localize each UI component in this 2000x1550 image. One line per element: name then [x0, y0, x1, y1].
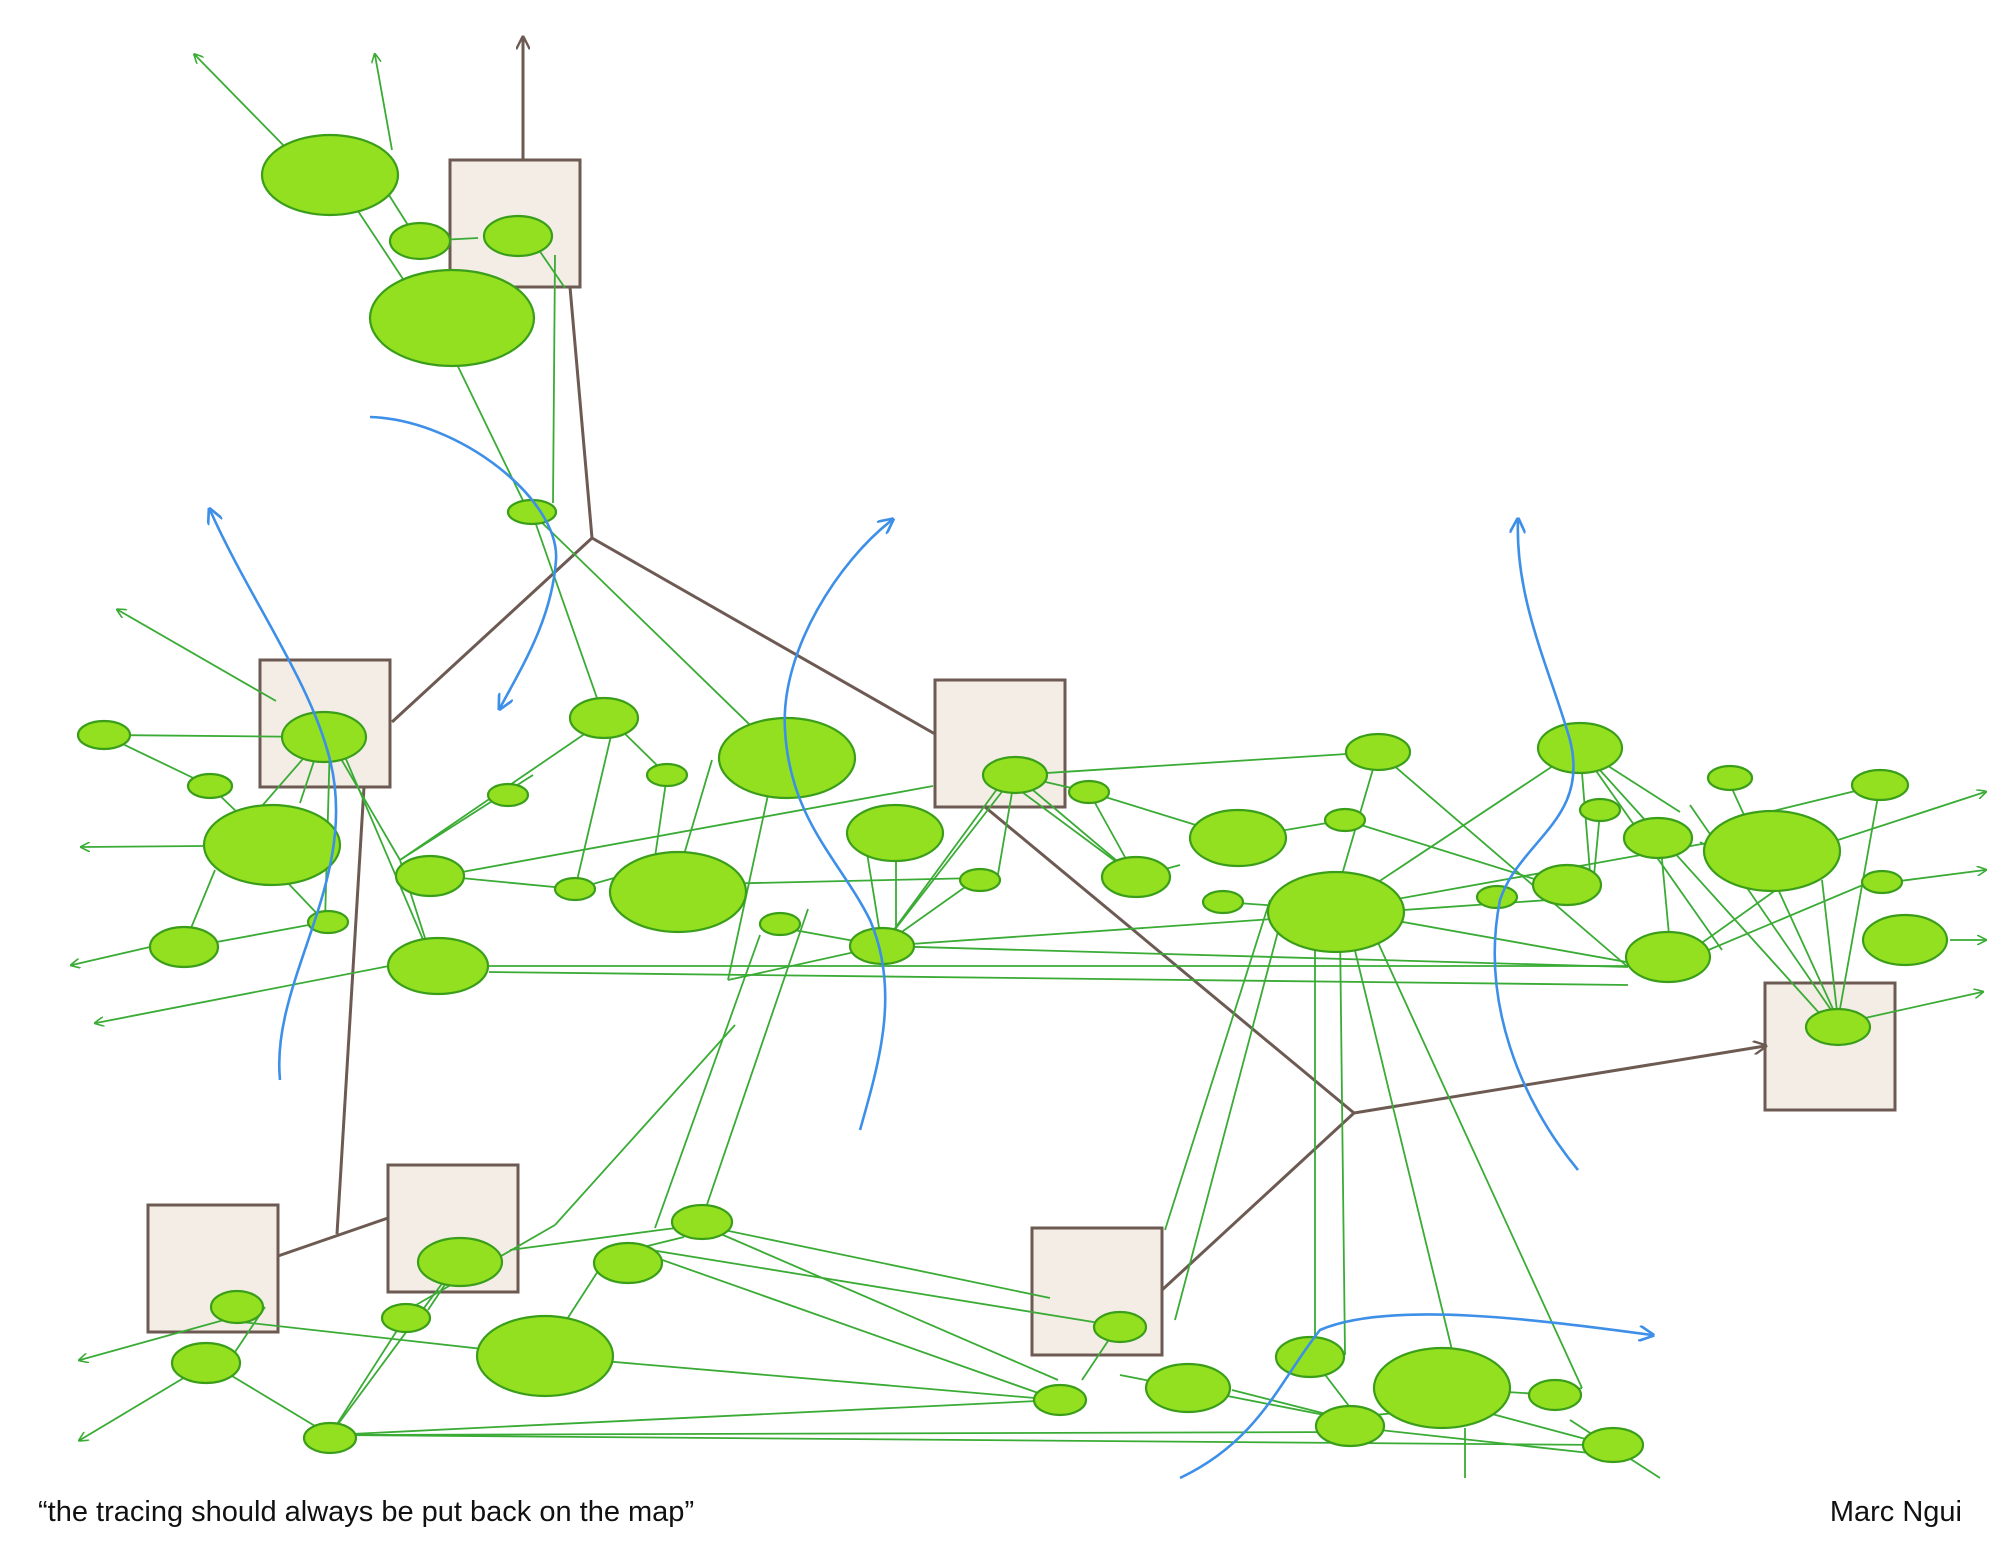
node [1188, 808, 1288, 868]
square-right [1763, 981, 1897, 1112]
node [302, 1421, 358, 1455]
node [148, 925, 220, 969]
node [1850, 768, 1910, 802]
node [1032, 1383, 1088, 1417]
node [1201, 889, 1245, 915]
node [506, 498, 558, 526]
brown-links [277, 38, 1765, 1292]
author-credit: Marc Ngui [1829, 1496, 1962, 1528]
node [1706, 764, 1754, 792]
node [645, 762, 689, 788]
node [209, 1289, 265, 1325]
node [186, 772, 234, 800]
square-center [933, 678, 1067, 809]
node [608, 850, 748, 934]
node [1861, 913, 1949, 967]
node [1344, 732, 1412, 772]
node [475, 1314, 615, 1398]
node [958, 867, 1002, 893]
node [1531, 863, 1603, 907]
node [416, 1236, 504, 1288]
blue-tracings [210, 415, 1652, 1480]
node [1144, 1362, 1232, 1414]
node [394, 854, 466, 898]
node [1624, 930, 1712, 984]
rhizome-network-drawing [0, 0, 2000, 1480]
node [1323, 807, 1367, 833]
node [1527, 1378, 1583, 1412]
node [670, 1203, 734, 1241]
node [368, 268, 536, 368]
node [380, 1302, 432, 1334]
node [568, 696, 640, 740]
node [1578, 797, 1622, 823]
node [1100, 855, 1172, 899]
node [1314, 1404, 1386, 1448]
node [76, 719, 132, 751]
node [1536, 721, 1624, 775]
node [306, 909, 350, 935]
node [1622, 816, 1694, 860]
node [1702, 809, 1842, 893]
ellipse-nodes [76, 133, 1949, 1464]
node [1475, 884, 1519, 910]
node [1804, 1007, 1872, 1047]
node [388, 221, 452, 261]
node [1266, 870, 1406, 954]
node [482, 214, 554, 258]
node [1067, 779, 1111, 805]
node [202, 803, 342, 887]
node [758, 911, 802, 937]
node [1860, 869, 1904, 895]
node [553, 876, 597, 902]
quote-caption: “the tracing should always be put back o… [38, 1496, 695, 1528]
node [845, 803, 945, 863]
node [1581, 1426, 1645, 1464]
node [486, 782, 530, 808]
node [592, 1241, 664, 1285]
node [260, 133, 400, 217]
node [1092, 1310, 1148, 1344]
node [981, 755, 1049, 795]
node [170, 1341, 242, 1385]
node [1372, 1346, 1512, 1430]
node [386, 936, 490, 996]
